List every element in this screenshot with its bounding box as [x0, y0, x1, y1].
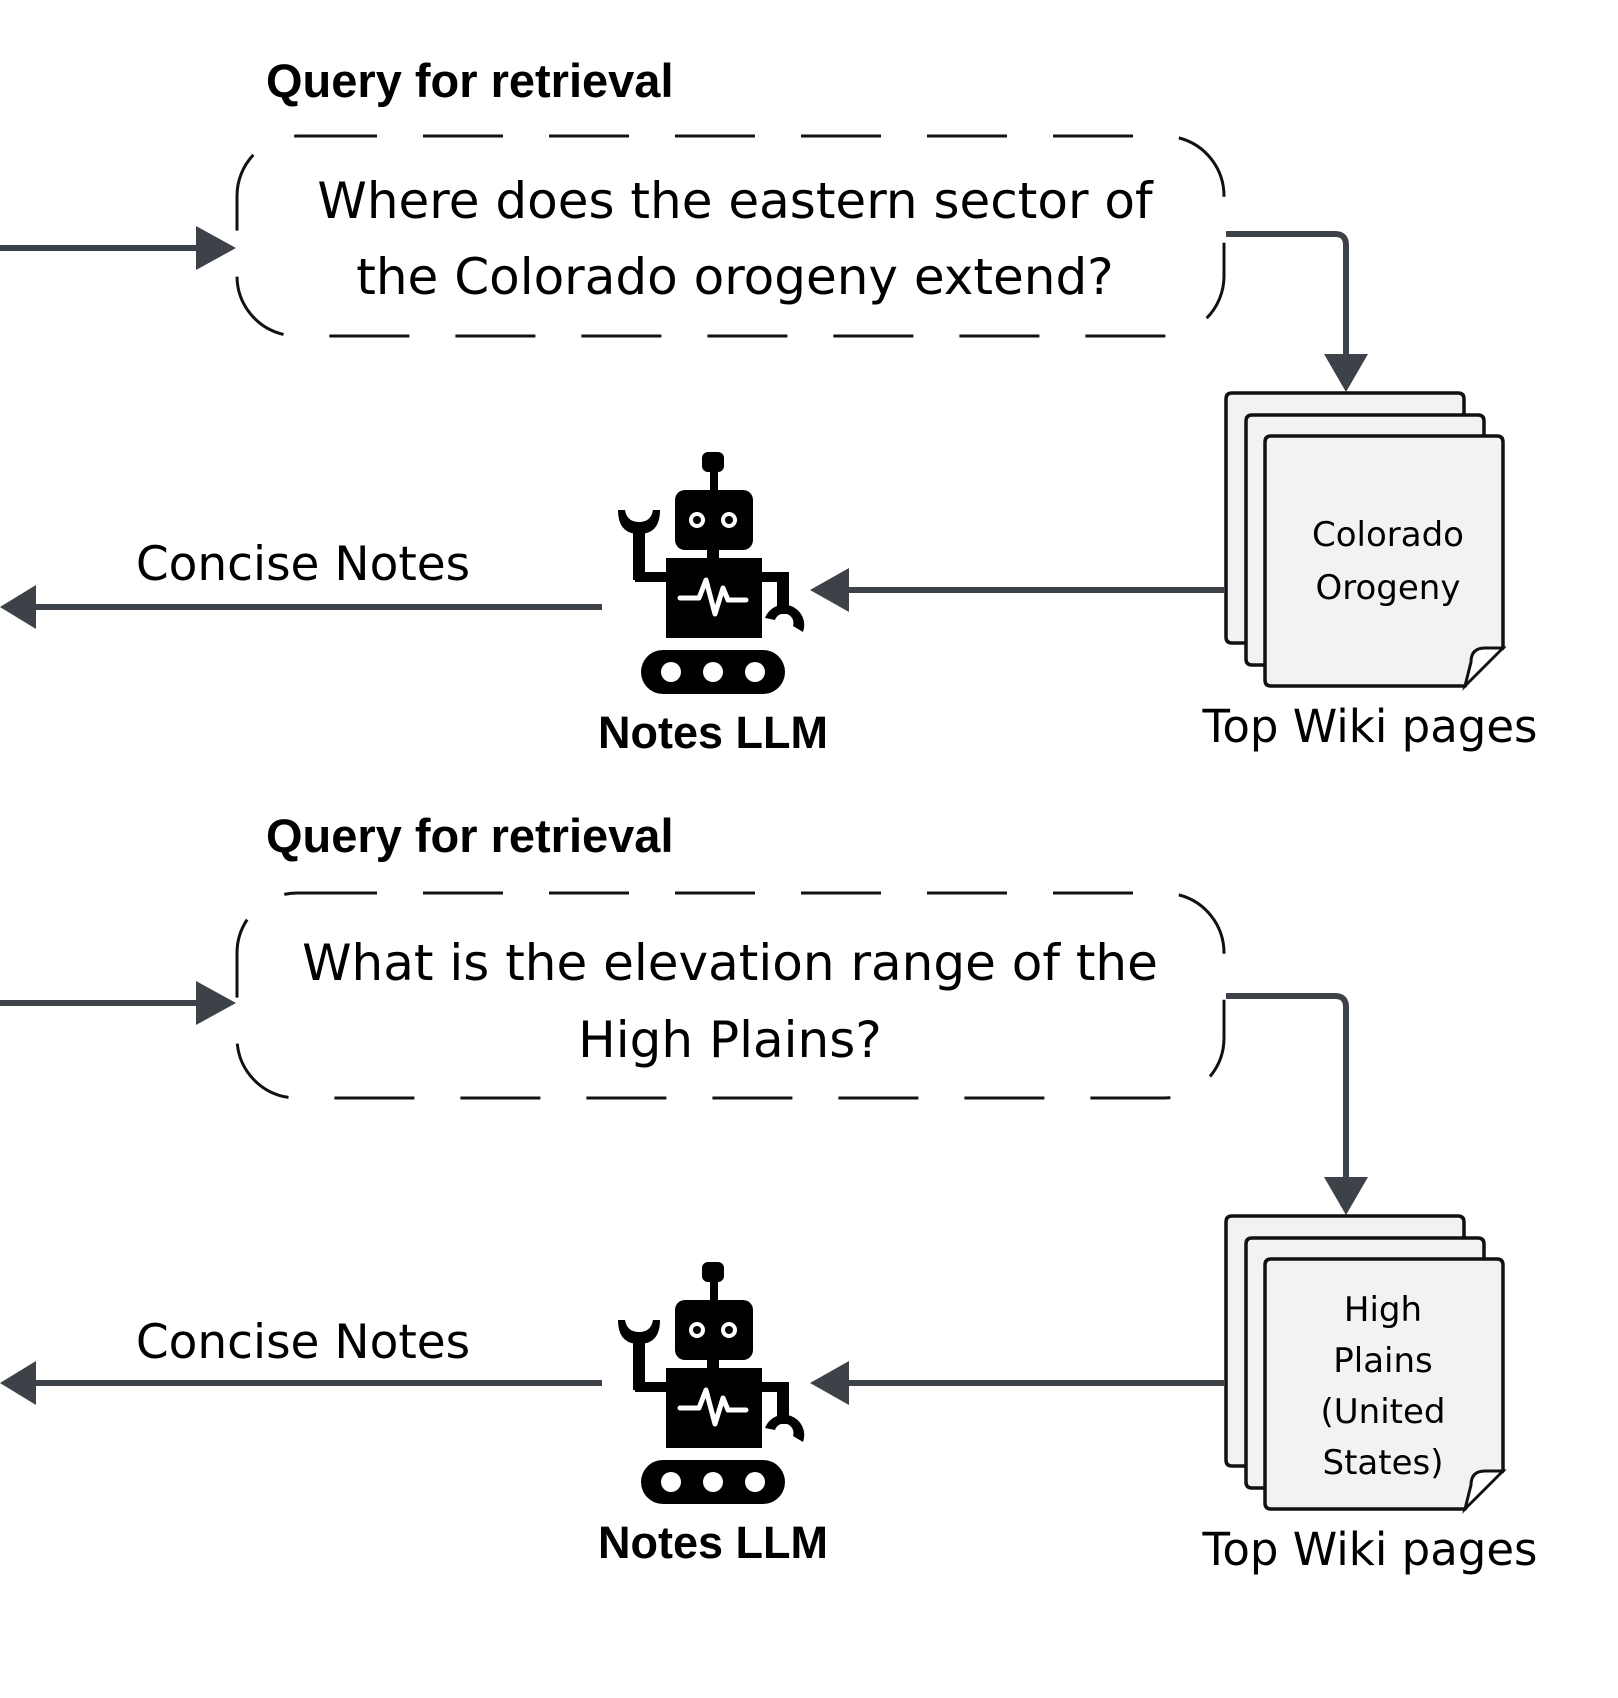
- page-fold: [1462, 646, 1507, 691]
- query-line-1: What is the elevation range of the: [302, 934, 1158, 992]
- doc-title-line-3: (United: [1321, 1392, 1446, 1432]
- query-line-2: the Colorado orogeny extend?: [356, 248, 1113, 306]
- notes-label: Concise Notes: [136, 1315, 470, 1370]
- pages-label: Top Wiki pages: [1202, 700, 1538, 753]
- notes-label: Concise Notes: [136, 537, 470, 592]
- query-box: [235, 891, 1226, 1100]
- notes-arrowhead: [0, 1361, 36, 1405]
- document-stack-icon: [1224, 391, 1507, 691]
- doc-title-line-2: Orogeny: [1316, 568, 1461, 608]
- document-stack-icon: [1224, 1214, 1507, 1514]
- pages-to-llm-arrowhead: [810, 568, 849, 612]
- doc-title-line-4: States): [1323, 1443, 1444, 1483]
- query-to-pages-arrowhead: [1324, 354, 1368, 392]
- query-label: Query for retrieval: [266, 809, 674, 862]
- query-box: [235, 134, 1226, 338]
- query-line-2: High Plains?: [578, 1011, 882, 1069]
- robot-icon: [618, 1262, 804, 1504]
- query-label: Query for retrieval: [266, 54, 674, 107]
- doc-title-line-1: Colorado: [1312, 515, 1464, 555]
- input-arrowhead: [196, 226, 236, 270]
- pages-label: Top Wiki pages: [1202, 1523, 1538, 1576]
- llm-label: Notes LLM: [598, 1517, 828, 1568]
- query-to-pages-arrow: [1226, 231, 1349, 360]
- doc-title-line-1: High: [1344, 1290, 1422, 1330]
- query-to-pages-arrow: [1226, 993, 1349, 1183]
- llm-label: Notes LLM: [598, 707, 828, 758]
- notes-arrowhead: [0, 585, 36, 629]
- input-arrowhead: [196, 981, 236, 1025]
- panel-2: Query for retrieval What is the elevatio…: [0, 809, 1537, 1576]
- panel-1: Query for retrieval Where does the easte…: [0, 54, 1537, 758]
- query-to-pages-arrowhead: [1324, 1177, 1368, 1215]
- robot-icon: [618, 452, 804, 694]
- doc-title-line-2: Plains: [1333, 1341, 1433, 1381]
- page-fold: [1462, 1469, 1507, 1514]
- pages-to-llm-arrowhead: [810, 1361, 849, 1405]
- query-line-1: Where does the eastern sector of: [317, 172, 1154, 230]
